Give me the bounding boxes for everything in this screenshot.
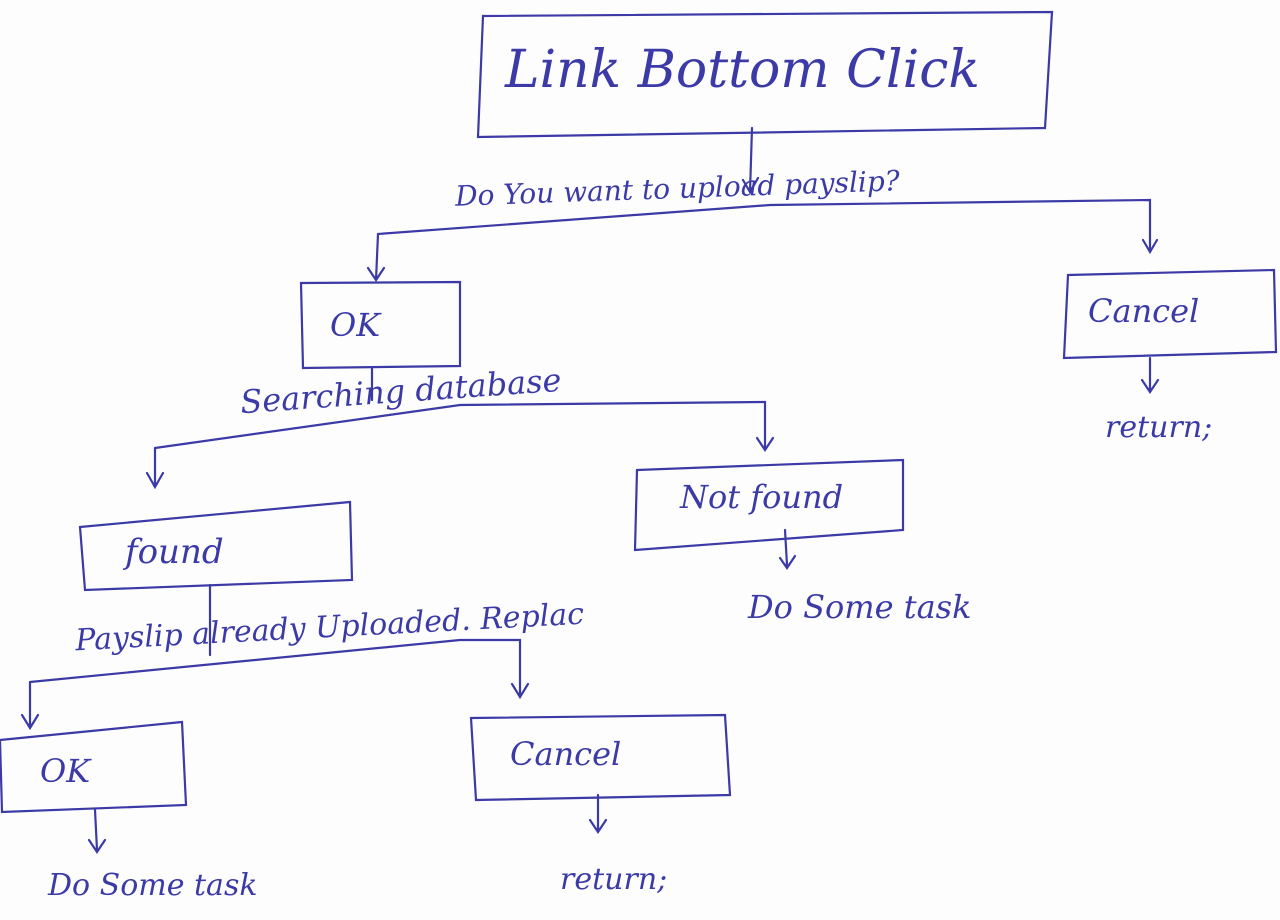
box-not-found xyxy=(633,458,905,552)
note-return2: return; xyxy=(560,862,668,897)
node-cancel1: Cancel xyxy=(1088,292,1200,330)
node-start: Link Bottom Click xyxy=(505,40,980,100)
node-cancel2: Cancel xyxy=(510,735,622,773)
note-return1: return; xyxy=(1105,410,1213,445)
box-ok1 xyxy=(299,280,462,370)
connector xyxy=(1140,356,1160,394)
box-cancel1 xyxy=(1062,268,1278,360)
connector xyxy=(20,583,530,731)
connector xyxy=(87,808,107,854)
connector xyxy=(366,126,1159,282)
box-cancel2 xyxy=(469,713,732,802)
connector xyxy=(145,366,775,490)
connector xyxy=(778,528,797,570)
node-ok1: OK xyxy=(330,306,381,344)
box-found xyxy=(78,500,354,592)
node-ok2: OK xyxy=(40,752,91,790)
node-not-found: Not found xyxy=(680,478,844,516)
note-task2: Do Some task xyxy=(48,868,258,903)
node-found: found xyxy=(125,532,224,572)
note-task1: Do Some task xyxy=(748,588,972,626)
box-start xyxy=(476,10,1054,139)
connector xyxy=(588,793,608,834)
box-ok2 xyxy=(0,720,188,814)
